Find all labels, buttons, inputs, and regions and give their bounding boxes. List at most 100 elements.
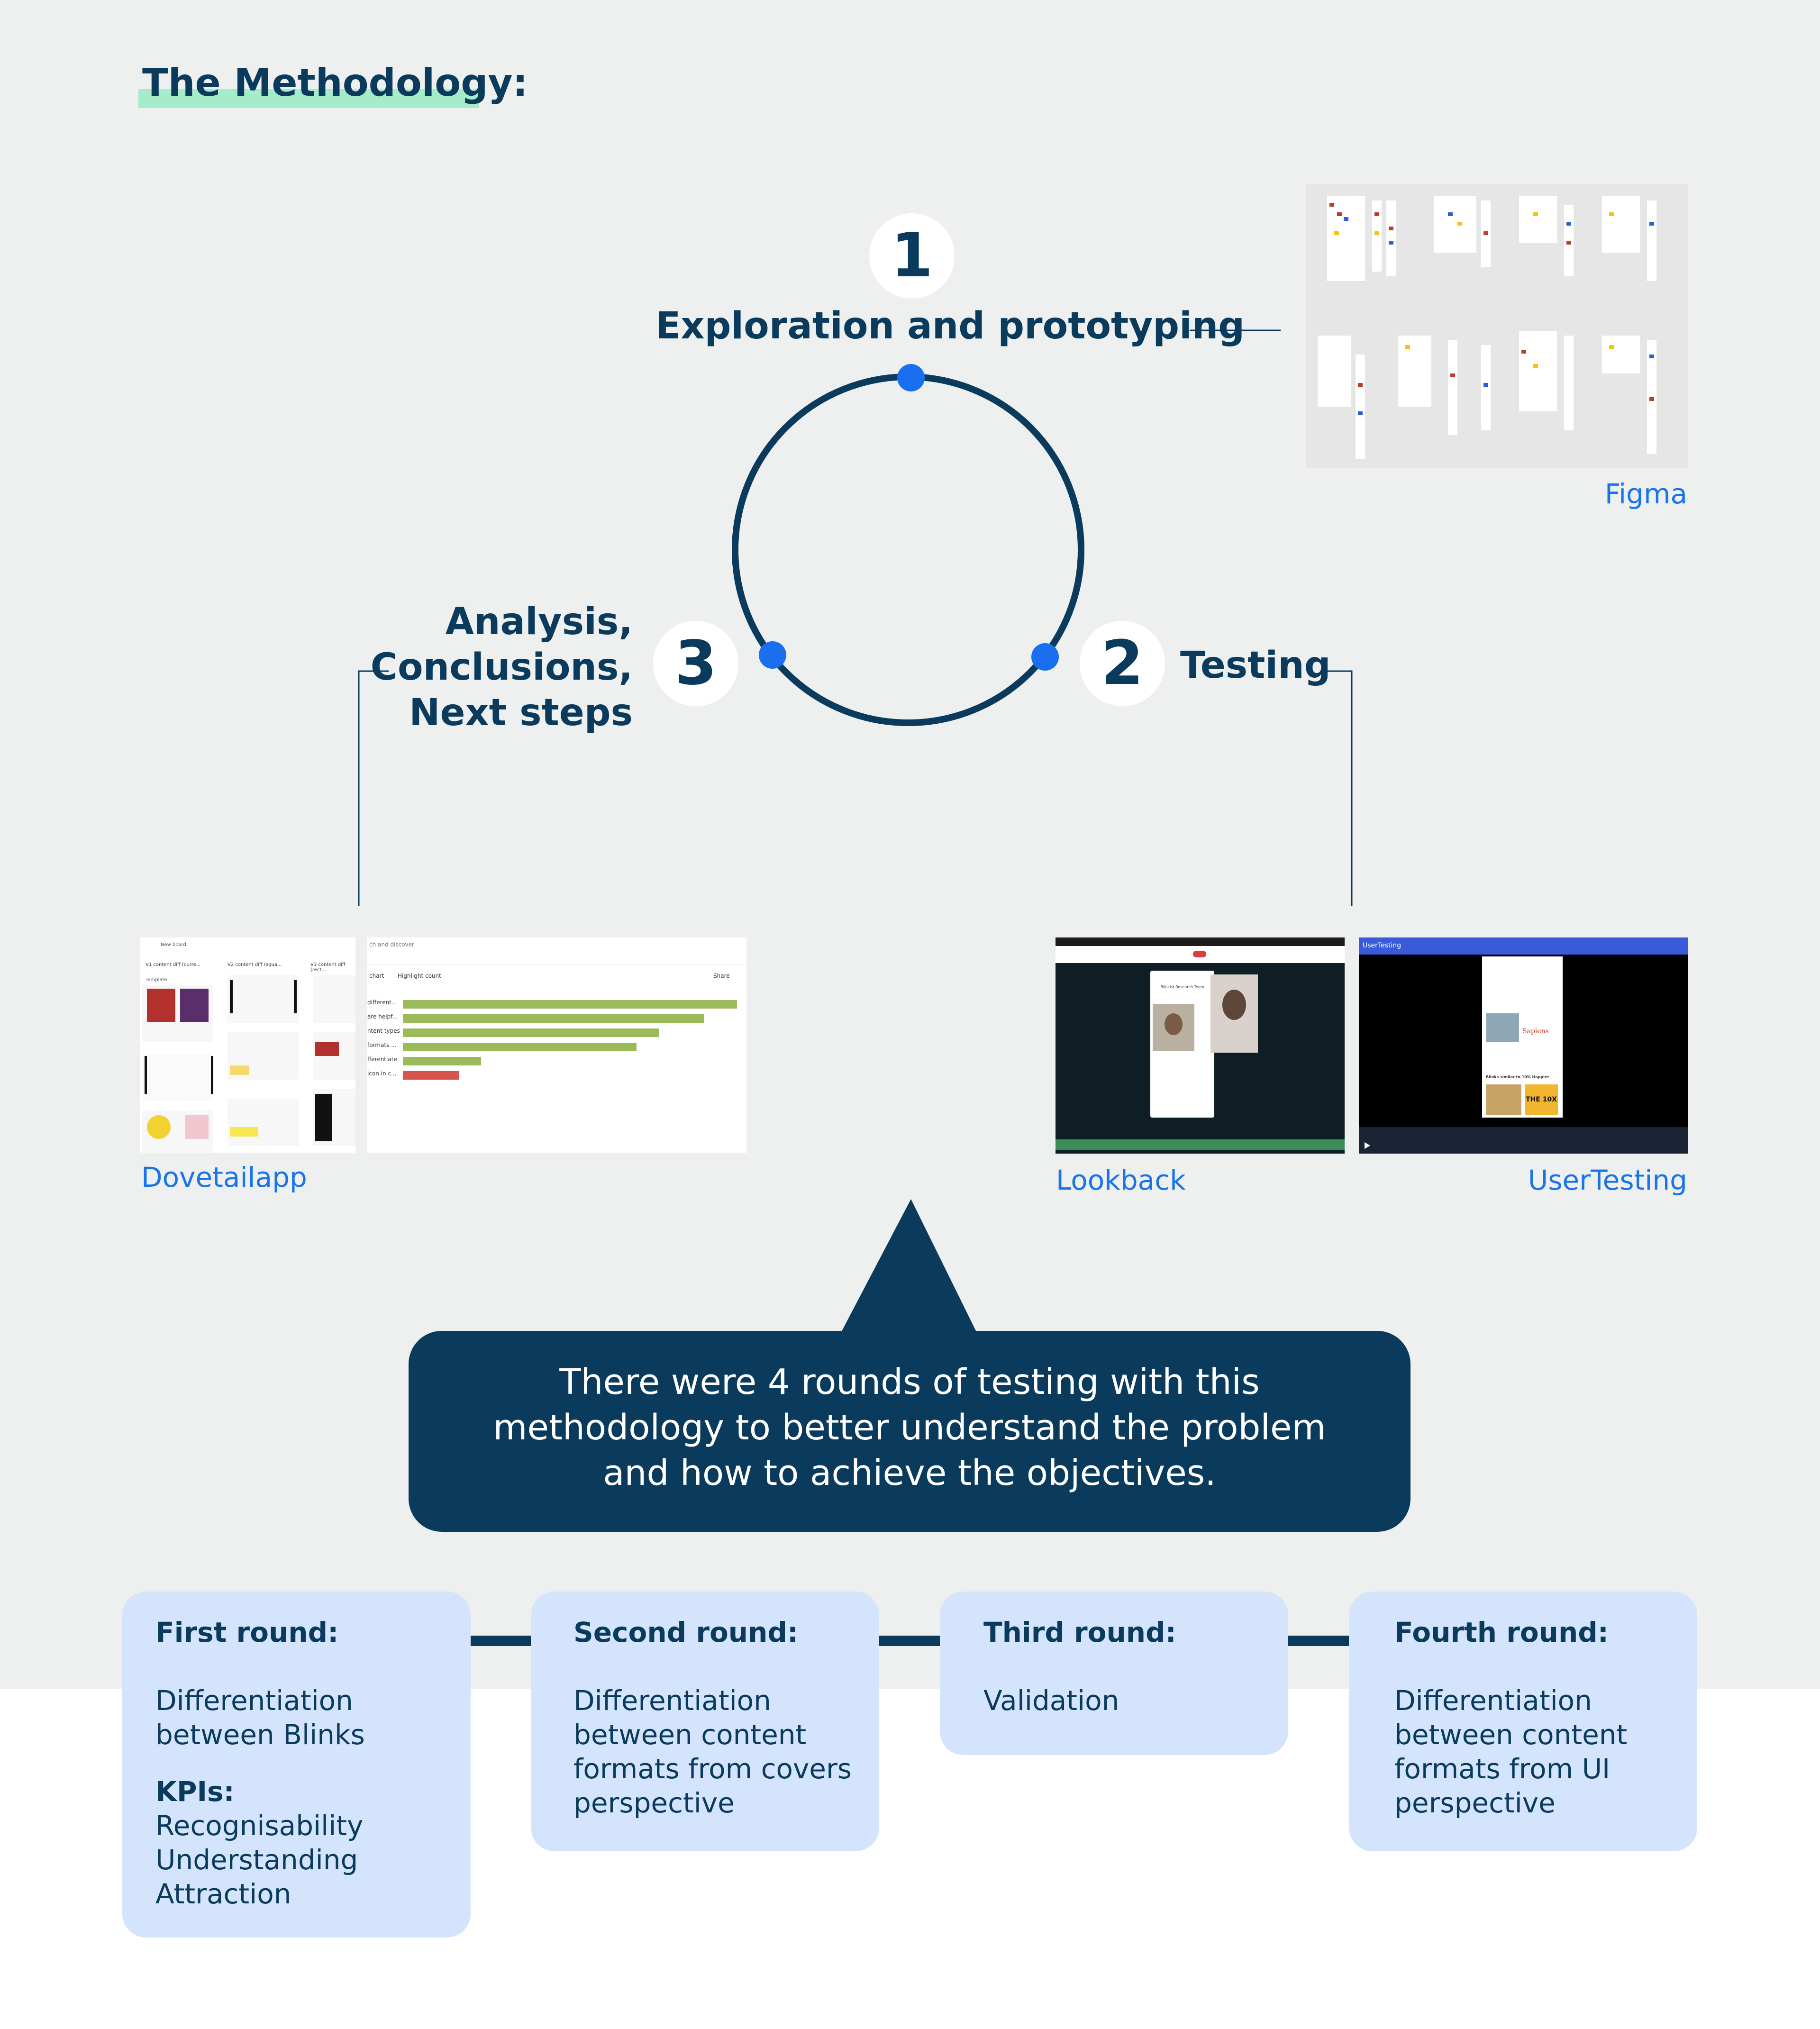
usertesting-book-cover <box>1486 1013 1519 1042</box>
round-description: Validation <box>983 1683 1288 1718</box>
kpi-title: KPIs: <box>155 1775 235 1808</box>
round-description-line: between Blinks <box>155 1719 365 1751</box>
stage-3-label-line: Next steps <box>409 691 633 734</box>
round-description: Differentiation between content formats … <box>1394 1683 1697 1820</box>
round-connector <box>1284 1636 1351 1646</box>
dovetail-bar <box>403 1000 737 1009</box>
dovetail-bar <box>403 1071 459 1080</box>
dovetail-share-button[interactable]: Share <box>713 973 730 979</box>
dovetail-bar-label: formats ... <box>367 1042 397 1048</box>
rounds-callout: There were 4 rounds of testing with this… <box>409 1331 1410 1532</box>
cycle-ring <box>732 373 1084 726</box>
round-description-line: Differentiation <box>573 1684 771 1717</box>
stage-2-number: 2 <box>1080 621 1165 706</box>
round-description-line: perspective <box>1394 1787 1556 1819</box>
tool-label-dovetailapp: Dovetailapp <box>141 1161 307 1193</box>
connector-stage-3-dovetail <box>358 670 389 906</box>
round-connector <box>469 1636 531 1646</box>
dovetail-search: ch and discover <box>369 941 414 948</box>
round-description: Differentiation between content formats … <box>573 1683 879 1820</box>
round-description-line: between content <box>573 1719 807 1751</box>
callout-line: There were 4 rounds of testing with this <box>559 1362 1260 1402</box>
dovetail-chart-screenshot: ch and discover chart Highlight count Sh… <box>367 937 746 1153</box>
round-title: First round: <box>155 1616 339 1648</box>
methodology-cycle-diagram <box>358 329 1353 906</box>
figma-screenshot <box>1306 184 1688 468</box>
cycle-node-1 <box>897 364 925 391</box>
stage-1-number: 1 <box>869 213 955 299</box>
kpi-item: Recognisability <box>155 1810 364 1842</box>
callout-line: and how to achieve the objectives. <box>603 1453 1216 1493</box>
cycle-node-3 <box>759 641 786 669</box>
dovetail-column-header: V1 content diff (curre... <box>146 962 201 967</box>
lookback-progress-bar[interactable] <box>1056 1139 1345 1150</box>
cycle-node-2 <box>1031 643 1059 671</box>
round-title: Fourth round: <box>1394 1616 1609 1648</box>
dovetail-board-cards <box>142 975 355 1153</box>
usertesting-sapiens-cover: Sapiens <box>1522 1028 1549 1035</box>
round-description-line: Differentiation <box>155 1684 353 1717</box>
dovetail-breadcrumb: chart <box>369 973 384 979</box>
round-description-line: formats from UI <box>1394 1753 1611 1785</box>
dovetail-bar <box>403 1028 659 1037</box>
stage-1-label: Exploration and prototyping <box>655 305 1245 347</box>
dovetail-bar <box>403 1057 481 1065</box>
dovetail-bar-label: ntent types <box>367 1028 400 1034</box>
dovetail-bar-label: are helpf... <box>367 1013 398 1020</box>
figma-canvas-thumbnails <box>1318 196 1656 459</box>
dovetail-column-header: V3 content diff (rect... <box>310 962 346 973</box>
usertesting-topbar <box>1359 937 1688 955</box>
round-description-line: perspective <box>573 1787 735 1819</box>
stage-3-label-line: Conclusions, <box>370 646 633 689</box>
round-description: Differentiation between Blinks <box>155 1683 471 1752</box>
dovetail-bar <box>403 1014 704 1023</box>
round-card-second: Second round: Differentiation between co… <box>531 1592 879 1851</box>
page-title: The Methodology: <box>142 61 528 105</box>
round-title: Third round: <box>983 1616 1176 1648</box>
dovetail-bar-label: icon in c... <box>367 1070 397 1077</box>
usertesting-blinks-similar: Blinks similar to 10% Happier <box>1486 1075 1549 1079</box>
usertesting-screenshot: UserTesting Sapiens Blinks similar to 10… <box>1359 937 1688 1154</box>
dovetail-chart-header: Highlight count <box>398 973 441 979</box>
round-card-fourth: Fourth round: Differentiation between co… <box>1349 1592 1697 1851</box>
dovetail-bar-label: fferentiate <box>367 1056 397 1063</box>
dovetail-bar <box>403 1043 637 1051</box>
round-description-line: Differentiation <box>1394 1684 1592 1717</box>
dovetail-bar-label: different... <box>367 999 397 1006</box>
lookback-session-title: Blinkist Research Team <box>1160 985 1204 989</box>
tool-label-lookback: Lookback <box>1056 1164 1186 1196</box>
callout-line: methodology to better understand the pro… <box>493 1407 1326 1448</box>
stage-2-label: Testing <box>1180 644 1331 687</box>
usertesting-brand: UserTesting <box>1363 942 1401 949</box>
lookback-logo-icon <box>1193 951 1206 957</box>
round-connector <box>877 1636 943 1646</box>
connector-stage-2-testing <box>1323 670 1353 906</box>
kpi-list: Recognisability Understanding Attraction <box>155 1809 471 1911</box>
lookback-screenshot: Blinkist Research Team <box>1056 937 1345 1154</box>
kpi-item: Understanding <box>155 1844 358 1876</box>
stage-3-label: Analysis, Conclusions, Next steps <box>371 599 633 736</box>
usertesting-play-icon[interactable] <box>1365 1142 1370 1149</box>
title-highlight <box>138 89 479 108</box>
round-card-third: Third round: Validation <box>940 1592 1288 1755</box>
round-title: Second round: <box>573 1616 799 1648</box>
stage-3-number: 3 <box>653 621 738 706</box>
round-description-line: formats from covers <box>573 1753 852 1785</box>
lookback-topbar <box>1056 937 1345 946</box>
dovetail-new-board: New board <box>161 942 186 947</box>
participant-face-2 <box>1222 990 1246 1020</box>
usertesting-the10x-cover: THE 10X <box>1525 1084 1558 1115</box>
usertesting-book-cover-2 <box>1486 1084 1521 1115</box>
round-description-line: Validation <box>983 1684 1119 1717</box>
kpi-item: Attraction <box>155 1878 291 1910</box>
dovetail-board-screenshot: New board V1 content diff (curre... V2 c… <box>140 937 355 1153</box>
callout-pointer <box>839 1199 979 1337</box>
dovetail-template-label: Template <box>146 977 167 983</box>
dovetail-column-header: V2 content diff (squa... <box>228 962 282 967</box>
tool-label-usertesting: UserTesting <box>1528 1164 1687 1196</box>
stage-3-label-line: Analysis, <box>445 601 633 643</box>
usertesting-scrubber[interactable] <box>1359 1127 1688 1154</box>
participant-face-1 <box>1165 1013 1183 1035</box>
round-description-line: between content <box>1394 1719 1628 1751</box>
tool-label-figma: Figma <box>1604 478 1687 510</box>
